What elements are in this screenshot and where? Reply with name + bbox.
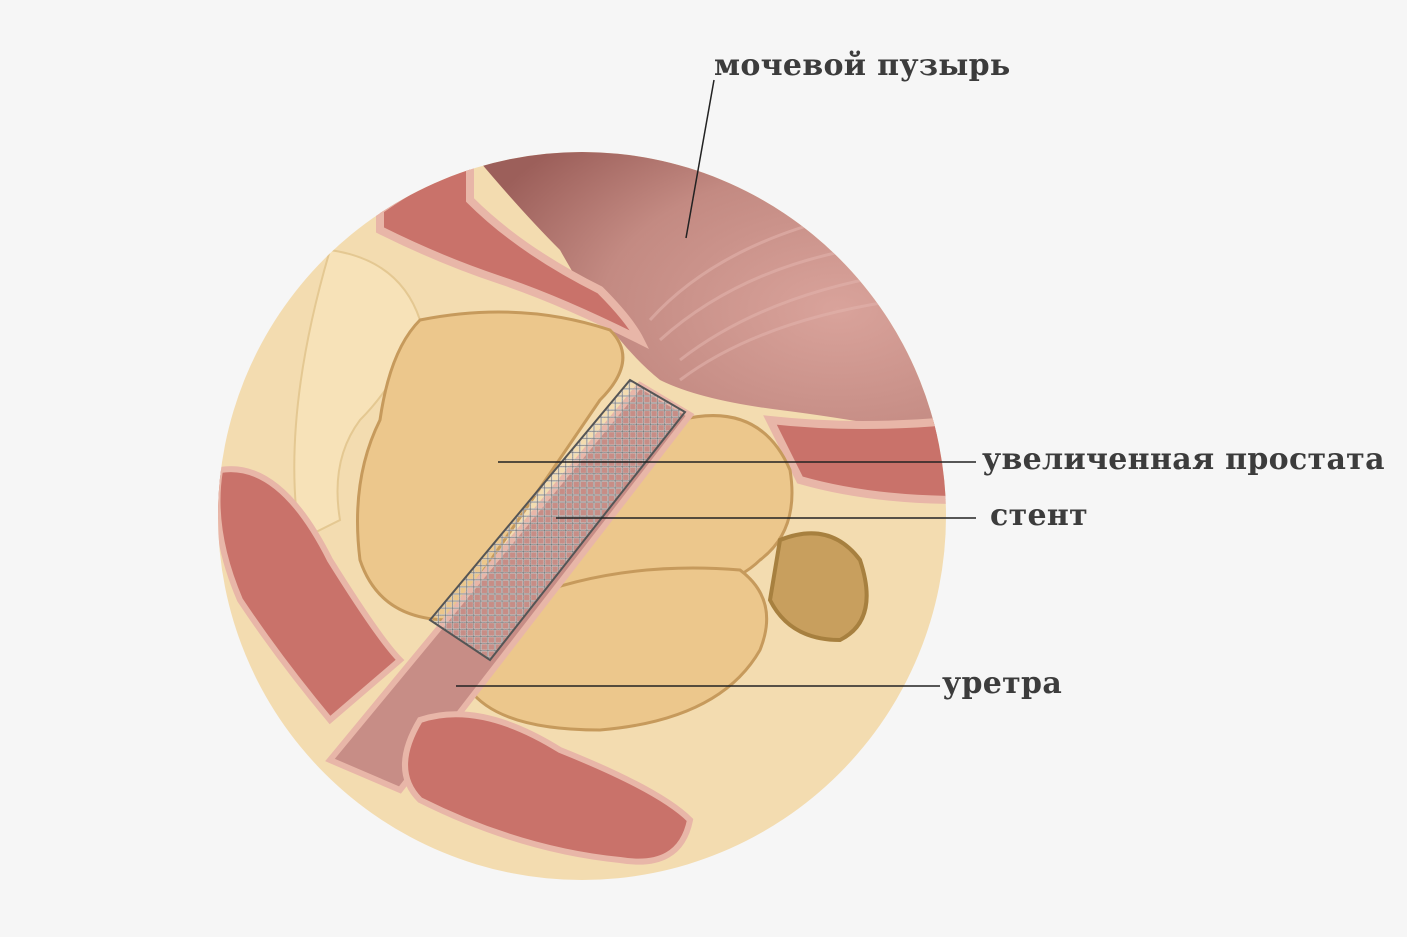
bladder-leader-line: [685, 79, 715, 239]
stent-shape: [428, 378, 687, 662]
prostate-left-lobe: [356, 310, 625, 622]
label-urethra: уретра: [942, 666, 1063, 701]
label-bladder: мочевой пузырь: [714, 48, 1011, 83]
label-stent: стент: [990, 498, 1088, 533]
label-enlarged-prostate: увеличенная простата: [982, 442, 1385, 477]
prostate-lower-lobe: [468, 566, 769, 732]
